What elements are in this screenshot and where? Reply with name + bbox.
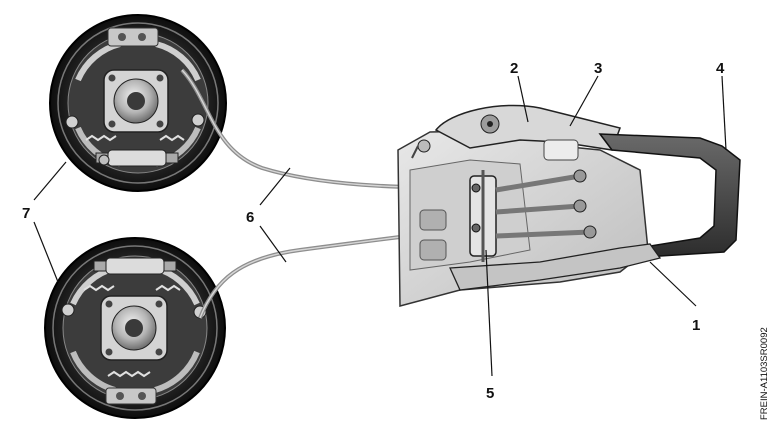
callout-5: 5 [486,385,494,402]
leader-6b [259,225,287,263]
leader-7b [33,221,59,283]
callout-6-upper: 6 [246,209,254,226]
leader-2 [517,75,529,123]
leader-lines [33,75,727,377]
rear-drum-brake-lower [44,237,226,419]
callout-3: 3 [594,60,602,77]
callout-1: 1 [692,317,700,334]
callout-7-upper: 7 [22,205,30,222]
leader-6a [259,167,291,206]
lower-arm [449,243,662,291]
leader-1 [649,261,697,307]
callout-labels: 1 2 3 4 5 6 6 7 7 [22,60,725,402]
callout-4: 4 [716,60,725,77]
leader-4 [721,75,727,151]
figure-reference-code: FREIN-A1103SR0092 [759,327,770,420]
leader-5 [485,249,493,377]
handbrake-lever-assembly [397,104,741,307]
leader-7a [33,161,67,201]
callout-2: 2 [510,60,518,77]
rear-drum-brake-upper [49,14,227,192]
leader-3 [569,75,599,127]
